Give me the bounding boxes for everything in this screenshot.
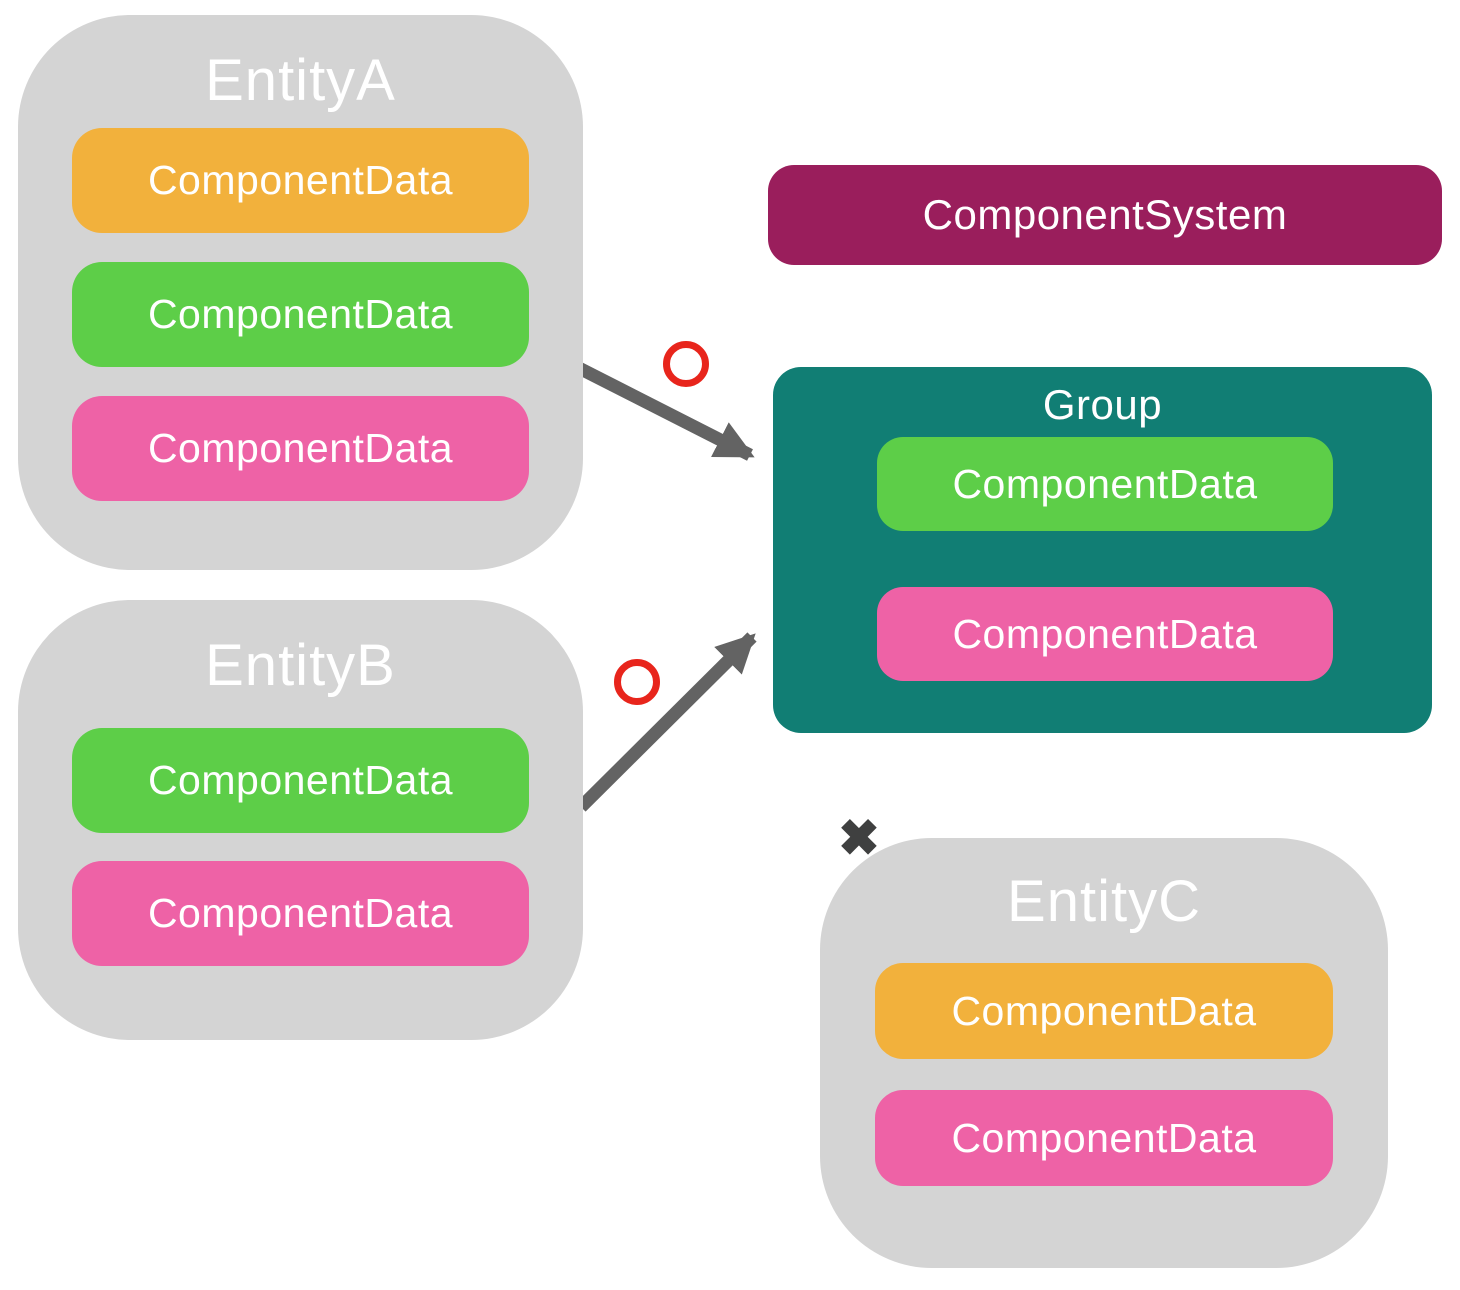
- match-circle-icon: [614, 659, 660, 705]
- component-data-label: ComponentData: [147, 890, 454, 936]
- component-data-label: ComponentData: [147, 425, 454, 471]
- component-data-pill: ComponentData: [875, 963, 1333, 1059]
- component-data-label: ComponentData: [952, 460, 1258, 507]
- component-data-pill: ComponentData: [875, 1090, 1333, 1186]
- component-data-pill: ComponentData: [72, 861, 529, 966]
- component-data-pill: ComponentData: [72, 128, 529, 233]
- entity-b-box: EntityB ComponentData ComponentData: [18, 600, 583, 1040]
- component-data-pill: ComponentData: [877, 587, 1333, 681]
- component-system-box: ComponentSystem: [768, 165, 1442, 265]
- group-box: Group ComponentData ComponentData: [773, 367, 1432, 733]
- component-data-label: ComponentData: [147, 291, 454, 337]
- component-data-pill: ComponentData: [72, 262, 529, 367]
- entity-a-title: EntityA: [205, 48, 396, 113]
- entity-b-title: EntityB: [205, 633, 396, 698]
- arrow-entity-b-to-group: [576, 632, 757, 812]
- component-system-title: ComponentSystem: [922, 191, 1288, 238]
- component-data-pill: ComponentData: [877, 437, 1333, 531]
- match-circle-icon: [663, 341, 709, 387]
- component-data-label: ComponentData: [147, 157, 454, 203]
- component-data-label: ComponentData: [951, 987, 1257, 1034]
- entity-c-box: EntityC ComponentData ComponentData: [820, 838, 1388, 1268]
- component-data-label: ComponentData: [952, 610, 1258, 657]
- entity-c-title: EntityC: [1007, 869, 1201, 934]
- component-data-pill: ComponentData: [72, 728, 529, 833]
- component-data-label: ComponentData: [951, 1114, 1257, 1161]
- component-data-pill: ComponentData: [72, 396, 529, 501]
- mismatch-x-icon: ✖: [838, 810, 880, 866]
- arrow-entity-a-to-group: [574, 361, 755, 461]
- component-data-label: ComponentData: [147, 757, 454, 803]
- entity-a-box: EntityA ComponentData ComponentData Comp…: [18, 15, 583, 570]
- group-title: Group: [1042, 381, 1163, 428]
